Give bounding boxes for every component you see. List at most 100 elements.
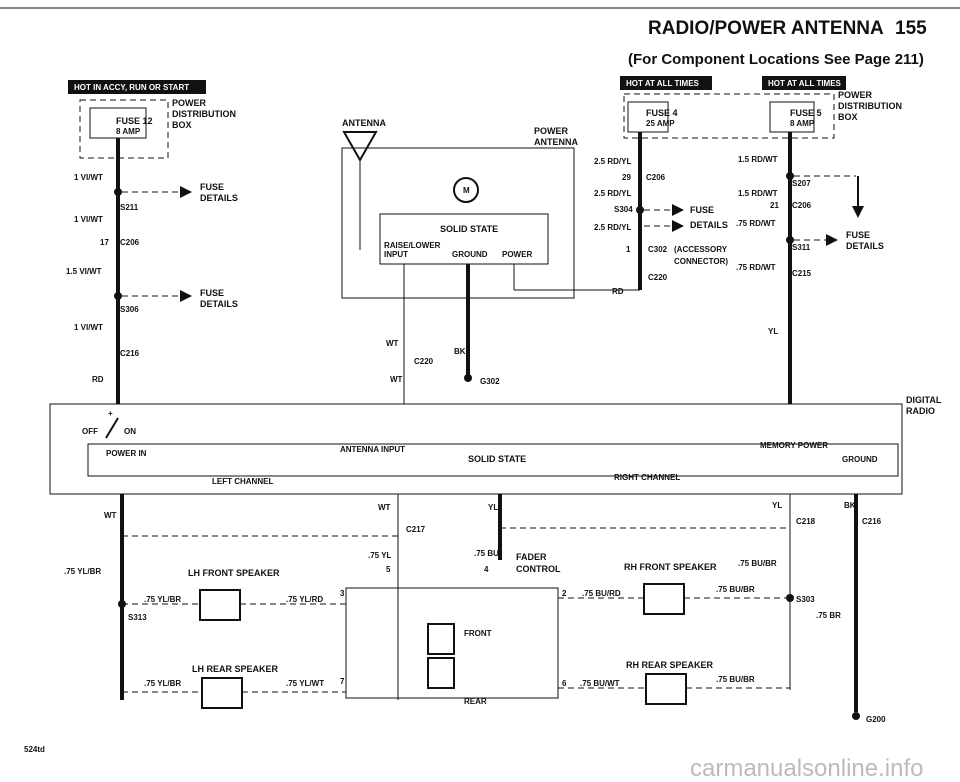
svg-text:21: 21 <box>770 201 779 210</box>
svg-text:.75 BU: .75 BU <box>474 549 499 558</box>
svg-text:2.5 RD/YL: 2.5 RD/YL <box>594 189 631 198</box>
svg-text:2: 2 <box>562 589 567 598</box>
svg-text:BOX: BOX <box>838 112 858 122</box>
c206b-label: C206 <box>646 173 666 182</box>
svg-text:WT: WT <box>104 511 117 520</box>
svg-text:BK: BK <box>844 501 856 510</box>
svg-text:7: 7 <box>340 677 345 686</box>
power-antenna-box <box>341 147 575 299</box>
svg-text:RH FRONT SPEAKER: RH FRONT SPEAKER <box>624 562 717 572</box>
svg-text:1 VI/WT: 1 VI/WT <box>74 173 103 182</box>
svg-text:FADER: FADER <box>516 552 547 562</box>
svg-text:1.5 RD/WT: 1.5 RD/WT <box>738 189 778 198</box>
hot-all-times-badge-2-label: HOT AT ALL TIMES <box>768 79 842 88</box>
c220b-label: C220 <box>648 273 668 282</box>
svg-text:DETAILS: DETAILS <box>200 299 238 309</box>
svg-text:3: 3 <box>340 589 345 598</box>
svg-text:POWER IN: POWER IN <box>106 449 147 458</box>
svg-text:FRONT: FRONT <box>464 629 492 638</box>
svg-text:ANTENNA: ANTENNA <box>534 137 578 147</box>
s313-label: S313 <box>128 613 147 622</box>
svg-text:YL: YL <box>772 501 782 510</box>
radio-switch <box>105 417 119 439</box>
svg-text:25 AMP: 25 AMP <box>646 119 675 128</box>
s304-label: S304 <box>614 205 633 214</box>
svg-text:2.5 RD/YL: 2.5 RD/YL <box>594 223 631 232</box>
fader-rear-arrow <box>427 657 455 689</box>
digital-radio-box <box>49 403 903 495</box>
svg-text:ON: ON <box>124 427 136 436</box>
s311-label: S311 <box>792 243 811 252</box>
hot-all-times-badge-2 <box>762 76 846 90</box>
c218-label: C218 <box>796 517 816 526</box>
svg-text:+: + <box>108 409 113 418</box>
watermark: carmanualsonline.info <box>690 755 923 782</box>
g302-label: G302 <box>480 377 500 386</box>
svg-text:8 AMP: 8 AMP <box>790 119 815 128</box>
svg-text:1.5 RD/WT: 1.5 RD/WT <box>738 155 778 164</box>
c215-label: C215 <box>792 269 812 278</box>
svg-text:LH REAR SPEAKER: LH REAR SPEAKER <box>192 664 279 674</box>
svg-text:REAR: REAR <box>464 697 487 706</box>
svg-text:FUSE: FUSE <box>690 205 714 215</box>
radio-solid-state <box>87 443 899 477</box>
svg-text:.75 YL/BR: .75 YL/BR <box>144 679 181 688</box>
svg-text:RAISE/LOWER: RAISE/LOWER <box>384 241 441 250</box>
svg-text:1 VI/WT: 1 VI/WT <box>74 215 103 224</box>
svg-text:RD: RD <box>92 375 104 384</box>
svg-text:1.5 VI/WT: 1.5 VI/WT <box>66 267 102 276</box>
svg-text:.75 YL/RD: .75 YL/RD <box>286 595 323 604</box>
page-title: RADIO/POWER ANTENNA <box>648 18 884 39</box>
footer-code: 524td <box>24 745 45 754</box>
svg-text:RADIO: RADIO <box>906 406 935 416</box>
svg-text:GROUND: GROUND <box>842 455 878 464</box>
svg-text:.75 BU/BR: .75 BU/BR <box>738 559 777 568</box>
svg-text:DISTRIBUTION: DISTRIBUTION <box>172 109 236 119</box>
lh-front-speaker <box>122 589 346 621</box>
svg-text:CONNECTOR): CONNECTOR) <box>674 257 728 266</box>
rh-rear-speaker <box>558 673 790 705</box>
svg-text:ANTENNA INPUT: ANTENNA INPUT <box>340 445 405 454</box>
page-subtitle: (For Component Locations See Page 211) <box>628 51 924 68</box>
svg-text:1 VI/WT: 1 VI/WT <box>74 323 103 332</box>
svg-text:.75 RD/WT: .75 RD/WT <box>736 263 776 272</box>
svg-text:17: 17 <box>100 238 109 247</box>
svg-text:RIGHT CHANNEL: RIGHT CHANNEL <box>614 473 680 482</box>
lh-rear-speaker <box>122 677 346 709</box>
svg-text:.75 RD/WT: .75 RD/WT <box>736 219 776 228</box>
hot-accy-badge-label: HOT IN ACCY, RUN OR START <box>74 83 189 92</box>
svg-text:FUSE 4: FUSE 4 <box>646 108 678 118</box>
svg-text:ANTENNA: ANTENNA <box>342 118 386 128</box>
power-distribution-box-right: FUSE 4 25 AMP FUSE 5 8 AMP POWER DISTRIB… <box>623 90 902 139</box>
svg-text:.75 YL: .75 YL <box>368 551 392 560</box>
svg-text:DIGITAL: DIGITAL <box>906 395 942 405</box>
svg-text:WT: WT <box>378 503 391 512</box>
svg-text:DETAILS: DETAILS <box>200 193 238 203</box>
s303-label: S303 <box>796 595 815 604</box>
power-distribution-box-left: FUSE 12 8 AMP POWER DISTRIBUTION BOX <box>79 98 236 159</box>
rh-front-speaker <box>558 583 786 615</box>
svg-text:.75 BU/BR: .75 BU/BR <box>716 585 755 594</box>
svg-text:DETAILS: DETAILS <box>846 241 884 251</box>
svg-text:BK: BK <box>454 347 466 356</box>
svg-text:YL: YL <box>768 327 778 336</box>
hot-accy-badge <box>68 80 206 94</box>
svg-text:4: 4 <box>484 565 489 574</box>
c206c-label: C206 <box>792 201 812 210</box>
svg-text:FUSE 5: FUSE 5 <box>790 108 822 118</box>
svg-text:6: 6 <box>562 679 567 688</box>
hot-all-times-badge-1-label: HOT AT ALL TIMES <box>626 79 700 88</box>
svg-text:5: 5 <box>386 565 391 574</box>
svg-text:1: 1 <box>626 245 631 254</box>
hot-all-times-badge-1 <box>620 76 712 90</box>
svg-text:INPUT: INPUT <box>384 250 408 259</box>
svg-text:FUSE: FUSE <box>846 230 870 240</box>
svg-text:BOX: BOX <box>172 120 192 130</box>
svg-text:.75 YL/WT: .75 YL/WT <box>286 679 324 688</box>
fader-control-box <box>345 587 559 699</box>
svg-text:.75 BU/RD: .75 BU/RD <box>582 589 621 598</box>
antenna-motor <box>453 177 479 203</box>
svg-text:.75 BU/BR: .75 BU/BR <box>716 675 755 684</box>
svg-text:CONTROL: CONTROL <box>516 564 561 574</box>
